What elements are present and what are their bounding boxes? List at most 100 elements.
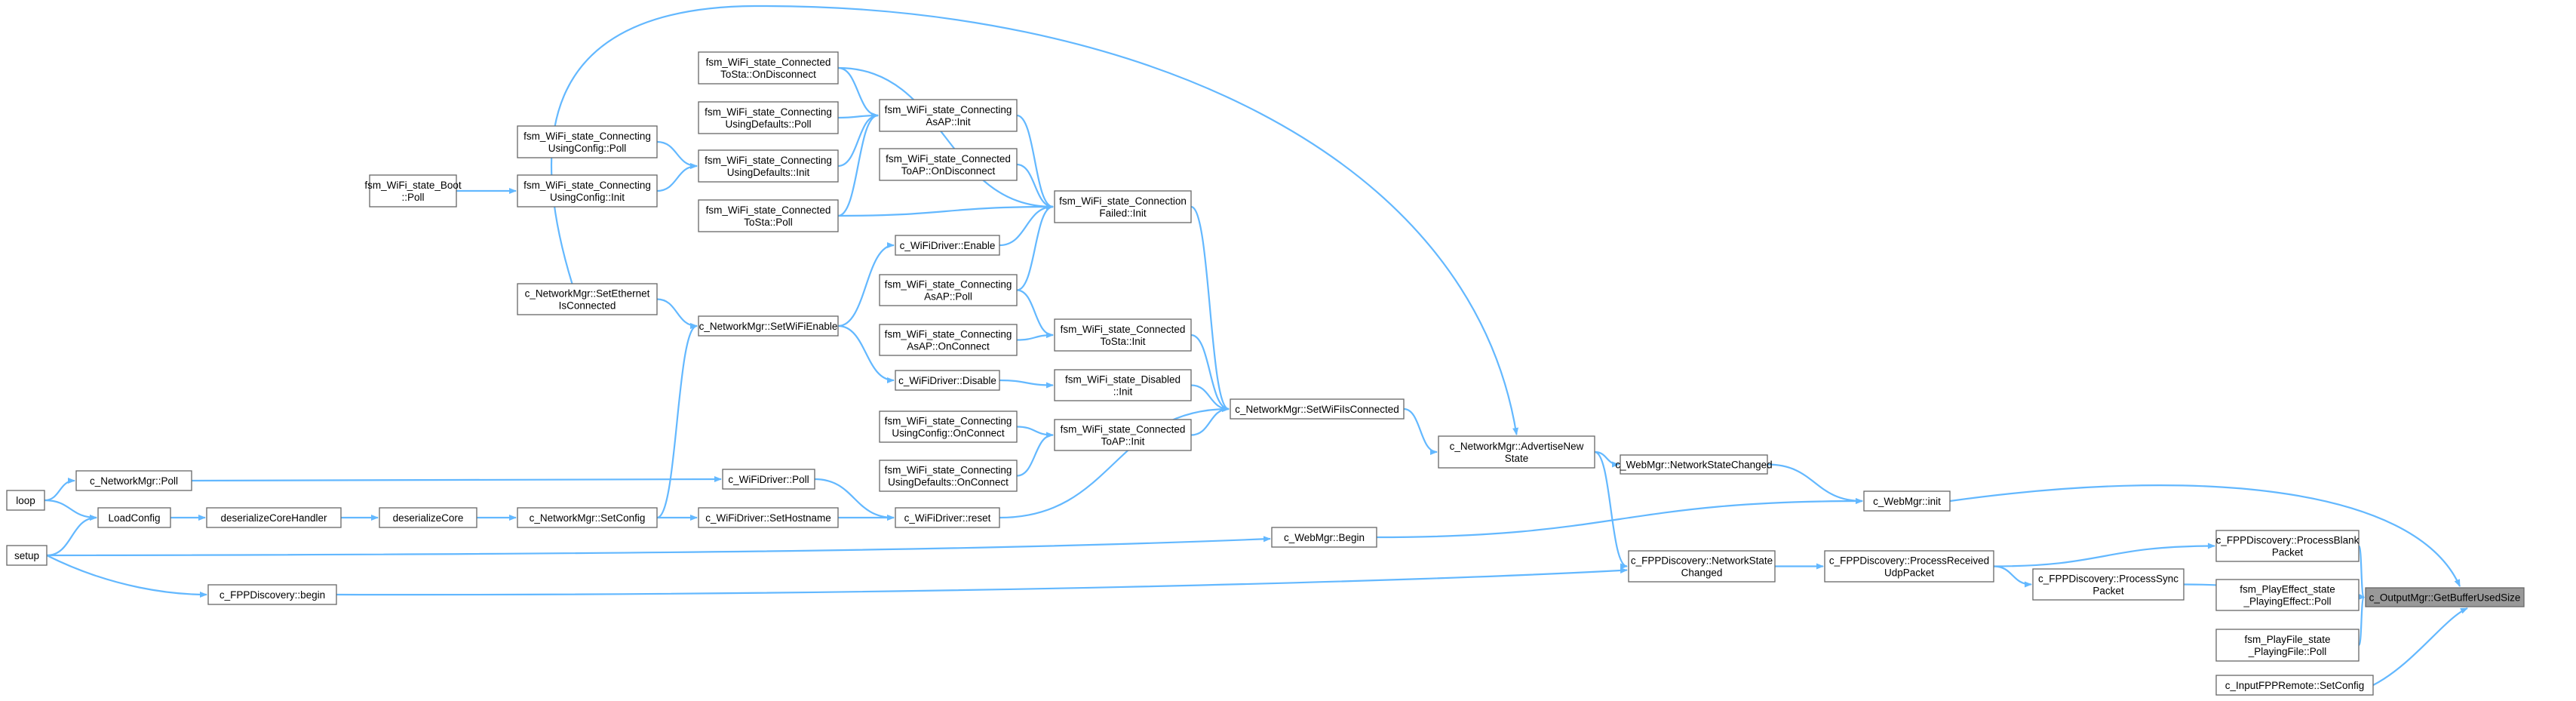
graph-node-n23[interactable]: fsm_WiFi_state_ConnectingUsingDefaults::… — [698, 149, 839, 183]
node-label: fsm_WiFi_state_Connected — [886, 153, 1011, 164]
node-label: c_NetworkMgr::Poll — [90, 475, 178, 487]
node-label: fsm_PlayFile_state — [2244, 634, 2330, 645]
graph-node-n41[interactable]: loop — [6, 490, 45, 511]
node-label: ToSta::Init — [1100, 336, 1145, 347]
node-box — [1054, 190, 1192, 223]
graph-node-n12[interactable]: c_NetworkMgr::SetWiFiIsConnected — [1230, 398, 1405, 420]
node-box — [879, 274, 1018, 306]
edge-n34-to-n33 — [656, 298, 698, 329]
node-box — [895, 235, 1000, 256]
edge-n45-to-n10 — [336, 567, 1628, 596]
node-label: c_WiFiDriver::SetHostname — [705, 512, 831, 524]
graph-node-n39[interactable]: deserializeCoreHandler — [206, 507, 342, 528]
edge-n42-to-n44 — [46, 536, 1271, 557]
graph-node-n15[interactable]: fsm_WiFi_state_Disabled::Init — [1054, 369, 1192, 401]
edge-n19-to-n15 — [999, 379, 1054, 389]
node-label: UsingConfig::OnConnect — [892, 428, 1005, 439]
node-label: setup — [14, 550, 39, 561]
graph-node-n3[interactable]: fsm_PlayEffect_state_PlayingEffect::Poll — [2215, 579, 2360, 611]
graph-node-n37[interactable]: c_NetworkMgr::SetConfig — [517, 507, 658, 528]
node-box — [698, 149, 839, 183]
graph-node-n19[interactable]: c_WiFiDriver::Disable — [895, 370, 1000, 391]
graph-node-n18[interactable]: c_WiFiDriver::Enable — [895, 235, 1000, 256]
graph-node-n40[interactable]: LoadConfig — [97, 507, 171, 528]
node-label: AsAP::Init — [926, 116, 971, 128]
graph-node-n27[interactable]: fsm_WiFi_state_ConnectedToAP::OnDisconne… — [879, 148, 1018, 181]
node-label: c_WebMgr::NetworkStateChanged — [1615, 460, 1772, 471]
edge-n13-to-n12 — [1190, 205, 1230, 412]
node-box — [517, 507, 658, 528]
graph-node-n4[interactable]: fsm_PlayFile_state_PlayingFile::Poll — [2215, 629, 2360, 662]
edge-n20-to-n13 — [1016, 114, 1054, 210]
node-box — [2365, 587, 2525, 607]
node-label: UsingDefaults::Poll — [725, 118, 811, 130]
graph-node-n36[interactable]: c_WiFiDriver::SetHostname — [698, 507, 839, 528]
node-label: _PlayingFile::Poll — [2248, 646, 2327, 657]
edge-n4-to-n1 — [2356, 594, 2366, 647]
node-box — [698, 507, 839, 528]
graph-node-n21[interactable]: fsm_WiFi_state_ConnectedToSta::OnDisconn… — [698, 51, 839, 85]
node-box — [879, 460, 1018, 492]
node-label: c_InputFPPRemote::SetConfig — [2225, 680, 2365, 691]
graph-node-n33[interactable]: c_NetworkMgr::SetWiFiEnable — [698, 315, 839, 337]
edge-n33-to-n18 — [837, 242, 895, 327]
graph-node-n32[interactable]: fsm_WiFi_state_ConnectingUsingDefaults::… — [879, 460, 1018, 492]
graph-node-n45[interactable]: c_FPPDiscovery::begin — [207, 584, 337, 605]
node-label: fsm_WiFi_state_Connected — [1061, 424, 1186, 435]
node-box — [517, 283, 658, 315]
edge-n33-to-n19 — [837, 324, 895, 383]
graph-node-n10[interactable]: c_FPPDiscovery::NetworkStateChanged — [1628, 550, 1776, 583]
graph-node-n26[interactable]: fsm_WiFi_state_Boot::Poll — [364, 174, 462, 208]
graph-node-n6[interactable]: c_WebMgr::init — [1863, 490, 1951, 512]
node-box — [2215, 530, 2360, 562]
edge-n34-to-n11 — [550, 5, 1519, 435]
graph-node-n25[interactable]: fsm_WiFi_state_ConnectingUsingConfig::In… — [517, 174, 658, 208]
graph-node-n42[interactable]: setup — [6, 545, 48, 566]
graph-node-n31[interactable]: fsm_WiFi_state_ConnectingUsingConfig::On… — [879, 410, 1018, 443]
node-label: ToSta::OnDisconnect — [720, 69, 816, 80]
edge-n21-to-n20 — [837, 66, 879, 118]
graph-node-n38[interactable]: deserializeCore — [379, 507, 477, 528]
graph-node-n17[interactable]: c_WiFiDriver::reset — [895, 507, 1000, 528]
node-label: c_FPPDiscovery::ProcessBlank — [2216, 535, 2360, 546]
node-label: Packet — [2092, 586, 2124, 597]
graph-node-n22[interactable]: fsm_WiFi_state_ConnectingUsingDefaults::… — [698, 101, 839, 134]
node-label: fsm_WiFi_state_Connecting — [705, 106, 832, 118]
node-label: fsm_WiFi_state_Disabled — [1065, 374, 1181, 386]
graph-node-n24[interactable]: fsm_WiFi_state_ConnectingUsingConfig::Po… — [517, 125, 658, 158]
node-label: UsingDefaults::OnConnect — [888, 477, 1009, 488]
graph-node-n1[interactable]: c_OutputMgr::GetBufferUsedSize — [2365, 587, 2525, 607]
node-box — [2215, 675, 2374, 696]
node-box — [1620, 454, 1768, 475]
node-label: Packet — [2272, 547, 2304, 558]
edge-n41-to-n40 — [44, 499, 97, 521]
edge-n35-to-n17 — [814, 478, 895, 521]
node-box — [1271, 527, 1377, 548]
node-box — [1054, 419, 1192, 451]
edge-n18-to-n13 — [999, 204, 1054, 247]
graph-node-n43[interactable]: c_NetworkMgr::Poll — [75, 470, 192, 491]
graph-node-n44[interactable]: c_WebMgr::Begin — [1271, 527, 1377, 548]
node-box — [206, 507, 342, 528]
node-box — [6, 490, 45, 511]
edge-n28-to-n20 — [837, 112, 879, 217]
node-label: IsConnected — [559, 300, 616, 312]
node-box — [1824, 550, 1994, 583]
node-box — [1863, 490, 1951, 512]
graph-node-n35[interactable]: c_WiFiDriver::Poll — [722, 469, 815, 490]
graph-node-n9[interactable]: c_WebMgr::NetworkStateChanged — [1615, 454, 1773, 475]
node-label: fsm_PlayEffect_state — [2240, 584, 2335, 595]
graph-node-n5[interactable]: c_InputFPPRemote::SetConfig — [2215, 675, 2374, 696]
